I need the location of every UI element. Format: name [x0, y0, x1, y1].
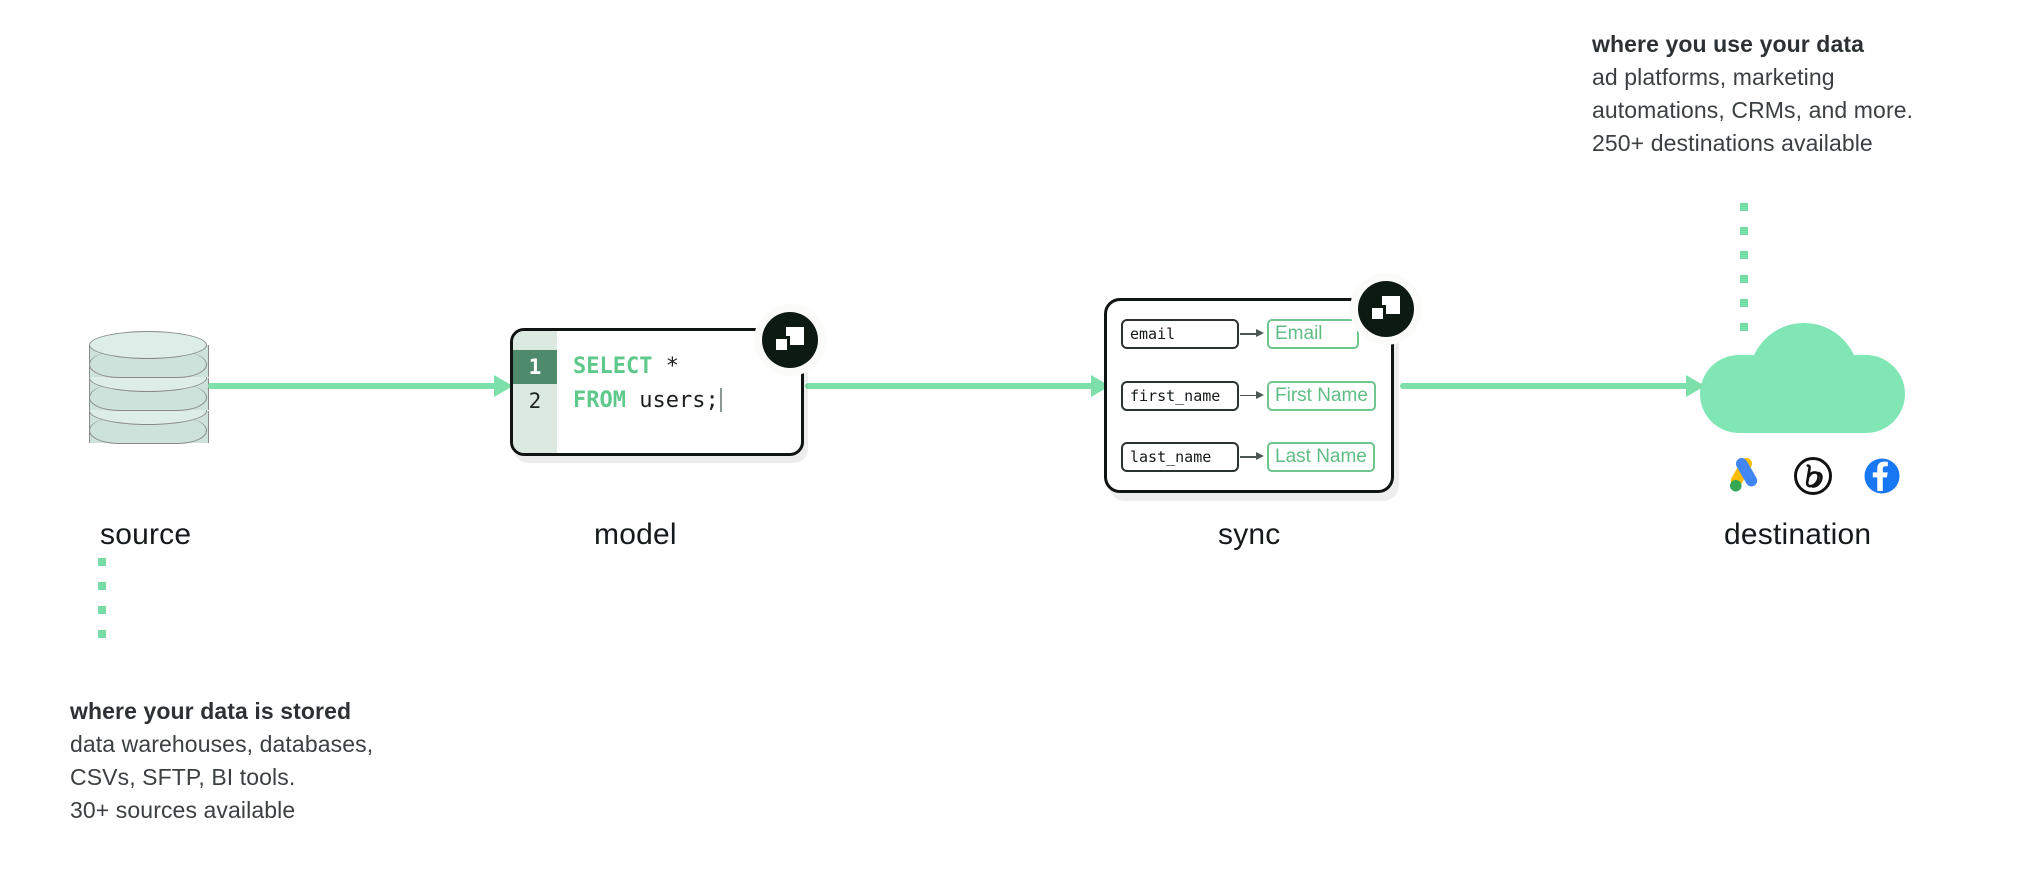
caption-source-line-2: CSVs, SFTP, BI tools. — [70, 764, 296, 790]
arrow-sync-to-destination — [1400, 375, 1705, 397]
line-number-1: 1 — [513, 350, 557, 384]
destination-field[interactable]: Last Name — [1267, 442, 1375, 472]
sql-keyword-select: SELECT — [573, 354, 653, 379]
caption-source-line-3: 30+ sources available — [70, 797, 296, 823]
mapping-row[interactable]: email Email — [1121, 317, 1377, 351]
source-field[interactable]: first_name — [1121, 380, 1239, 411]
hightouch-badge-icon — [754, 304, 826, 376]
hightouch-badge-icon — [1350, 273, 1422, 345]
caption-destination-line-2: automations, CRMs, and more. — [1592, 97, 1914, 123]
caption-destination-line-1: ad platforms, marketing — [1592, 64, 1835, 90]
code-line-1-rest: * — [652, 354, 679, 379]
mapping-row[interactable]: first_name First Name — [1121, 379, 1377, 413]
dotted-line-source — [98, 558, 106, 638]
mapping-arrow-icon — [1240, 327, 1266, 341]
stage-label-source: source — [100, 518, 192, 551]
sync-mapping-card[interactable]: email Email first_name First Name last_n… — [1104, 298, 1394, 493]
source-field[interactable]: last_name — [1121, 442, 1239, 472]
mapping-row[interactable]: last_name Last Name — [1121, 440, 1377, 474]
mapping-arrow-icon — [1240, 450, 1266, 464]
caption-destination-line-3: 250+ destinations available — [1592, 130, 1873, 156]
mapping-arrow-icon — [1240, 389, 1266, 403]
caption-source-heading: where your data is stored — [70, 698, 352, 724]
destination-field[interactable]: First Name — [1267, 380, 1376, 411]
caption-source-line-1: data warehouses, databases, — [70, 731, 374, 757]
dotted-line-destination — [1740, 203, 1748, 331]
line-number-2: 2 — [528, 389, 542, 413]
destination-logos — [1723, 455, 1903, 497]
braze-logo-icon — [1792, 455, 1834, 497]
code-line-1: SELECT * — [573, 350, 801, 384]
code-line-2-rest: users; — [625, 388, 719, 413]
editor-code-area[interactable]: SELECT * FROM users; — [557, 331, 801, 453]
database-disc-top — [88, 331, 210, 389]
caption-destination: where you use your data ad platforms, ma… — [1592, 28, 2012, 160]
database-icon — [88, 330, 210, 455]
destination-field[interactable]: Email — [1267, 319, 1359, 349]
source-field[interactable]: email — [1121, 319, 1239, 349]
stage-label-model: model — [594, 518, 677, 551]
caption-source: where your data is stored data warehouse… — [70, 695, 500, 827]
arrow-model-to-sync — [805, 375, 1110, 397]
text-cursor — [719, 388, 722, 412]
arrow-source-to-model — [208, 375, 513, 397]
facebook-logo-icon — [1861, 455, 1903, 497]
google-ads-logo-icon — [1723, 455, 1765, 497]
stage-label-destination: destination — [1724, 518, 1872, 551]
cloud-icon — [1700, 323, 1905, 433]
code-line-2: FROM users; — [573, 384, 801, 418]
caption-destination-heading: where you use your data — [1592, 31, 1864, 57]
editor-gutter: 1 2 — [513, 331, 557, 453]
sql-keyword-from: FROM — [573, 388, 626, 413]
stage-label-sync: sync — [1218, 518, 1281, 551]
